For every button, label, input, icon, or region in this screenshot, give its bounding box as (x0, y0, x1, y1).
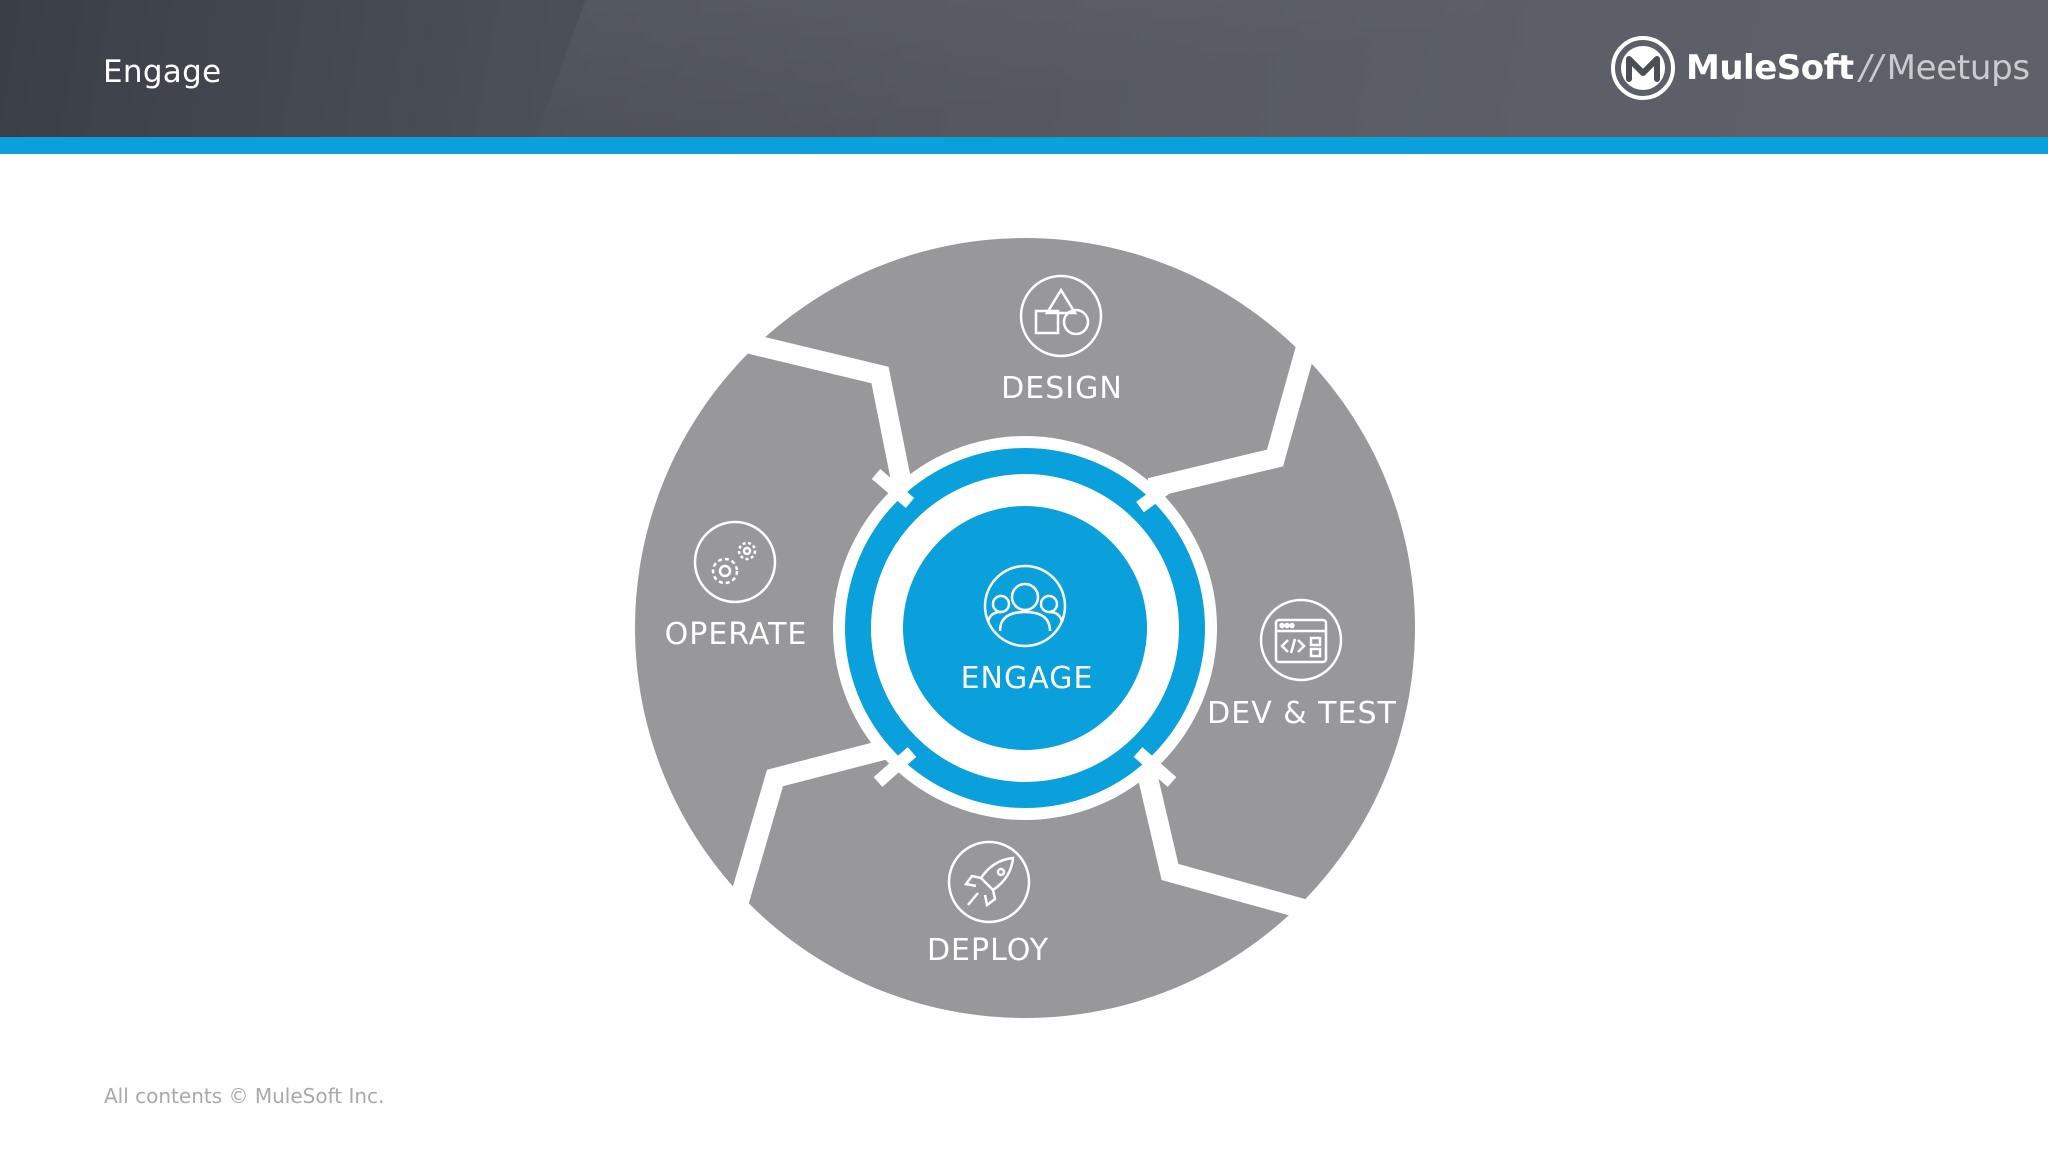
engage-center-disc (903, 506, 1147, 750)
devtest-label: DEV & TEST (1207, 696, 1397, 731)
slide-title: Engage (103, 54, 222, 90)
ring-gaps (871, 469, 1184, 787)
header-bar: Engage MuleSoft // Meetups (0, 0, 2048, 137)
shapes-icon (1019, 274, 1103, 358)
design-segment: DESIGN (1001, 274, 1123, 406)
segment-separators (697, 238, 1363, 964)
logo-brand: MuleSoft (1686, 48, 1854, 88)
people-group-icon (983, 564, 1067, 648)
mulesoft-logo-icon (1611, 36, 1675, 100)
separator-design-devtest (1147, 238, 1340, 498)
deploy-segment: DEPLOY (927, 840, 1049, 968)
rocket-icon (947, 840, 1031, 924)
code-window-icon (1259, 598, 1343, 682)
header-accent-stripe (0, 137, 2048, 154)
operate-segment: OPERATE (665, 520, 808, 652)
separator-deploy-operate (710, 737, 898, 964)
separator-devtest-deploy (1135, 762, 1363, 935)
logo-subtitle: Meetups (1886, 48, 2031, 88)
deploy-label: DEPLOY (927, 933, 1049, 968)
devtest-segment: DEV & TEST (1207, 598, 1397, 731)
gears-icon (693, 520, 777, 604)
design-label: DESIGN (1001, 371, 1123, 406)
inner-blue-ring (845, 448, 1205, 808)
separator-operate-design (697, 320, 915, 502)
logo-separator: // (1859, 48, 1883, 88)
engage-label: ENGAGE (961, 661, 1094, 696)
operate-label: OPERATE (665, 617, 808, 652)
mulesoft-meetups-logo: MuleSoft // Meetups (1610, 34, 2030, 102)
footer-copyright: All contents © MuleSoft Inc. (104, 1084, 385, 1108)
